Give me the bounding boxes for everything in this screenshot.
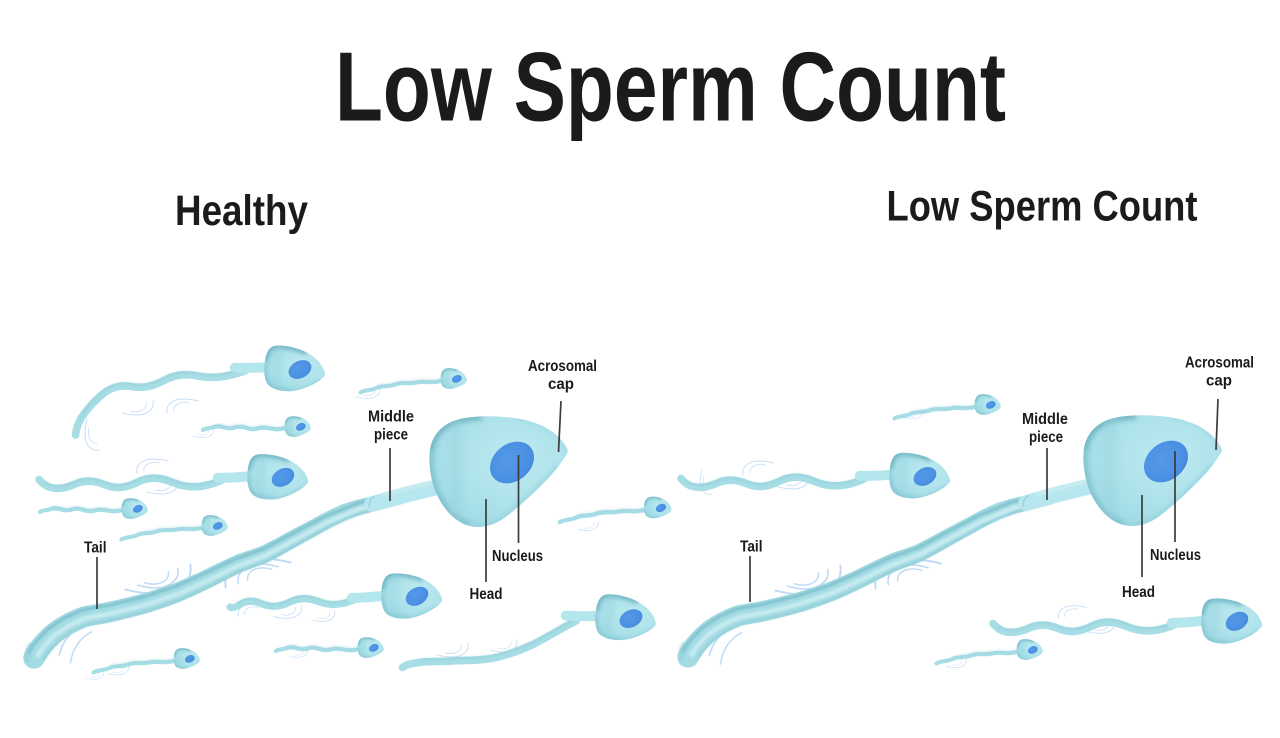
svg-text:piece: piece — [1029, 429, 1063, 446]
svg-text:Nucleus: Nucleus — [492, 548, 543, 565]
svg-text:Tail: Tail — [740, 539, 763, 556]
svg-text:cap: cap — [548, 376, 574, 393]
svg-text:Middle: Middle — [368, 409, 414, 426]
svg-text:Low Sperm Count: Low Sperm Count — [335, 32, 1006, 142]
svg-text:Acrosomal: Acrosomal — [1185, 355, 1254, 372]
svg-text:Low Sperm Count: Low Sperm Count — [887, 183, 1198, 231]
svg-text:piece: piece — [374, 427, 408, 444]
svg-text:Tail: Tail — [84, 540, 107, 557]
svg-text:Nucleus: Nucleus — [1150, 547, 1201, 564]
svg-text:Head: Head — [1122, 584, 1155, 601]
svg-text:Acrosomal: Acrosomal — [528, 358, 597, 375]
svg-text:Healthy: Healthy — [175, 187, 308, 235]
svg-text:Middle: Middle — [1022, 411, 1068, 428]
svg-text:cap: cap — [1206, 373, 1232, 390]
svg-text:Head: Head — [470, 586, 503, 603]
